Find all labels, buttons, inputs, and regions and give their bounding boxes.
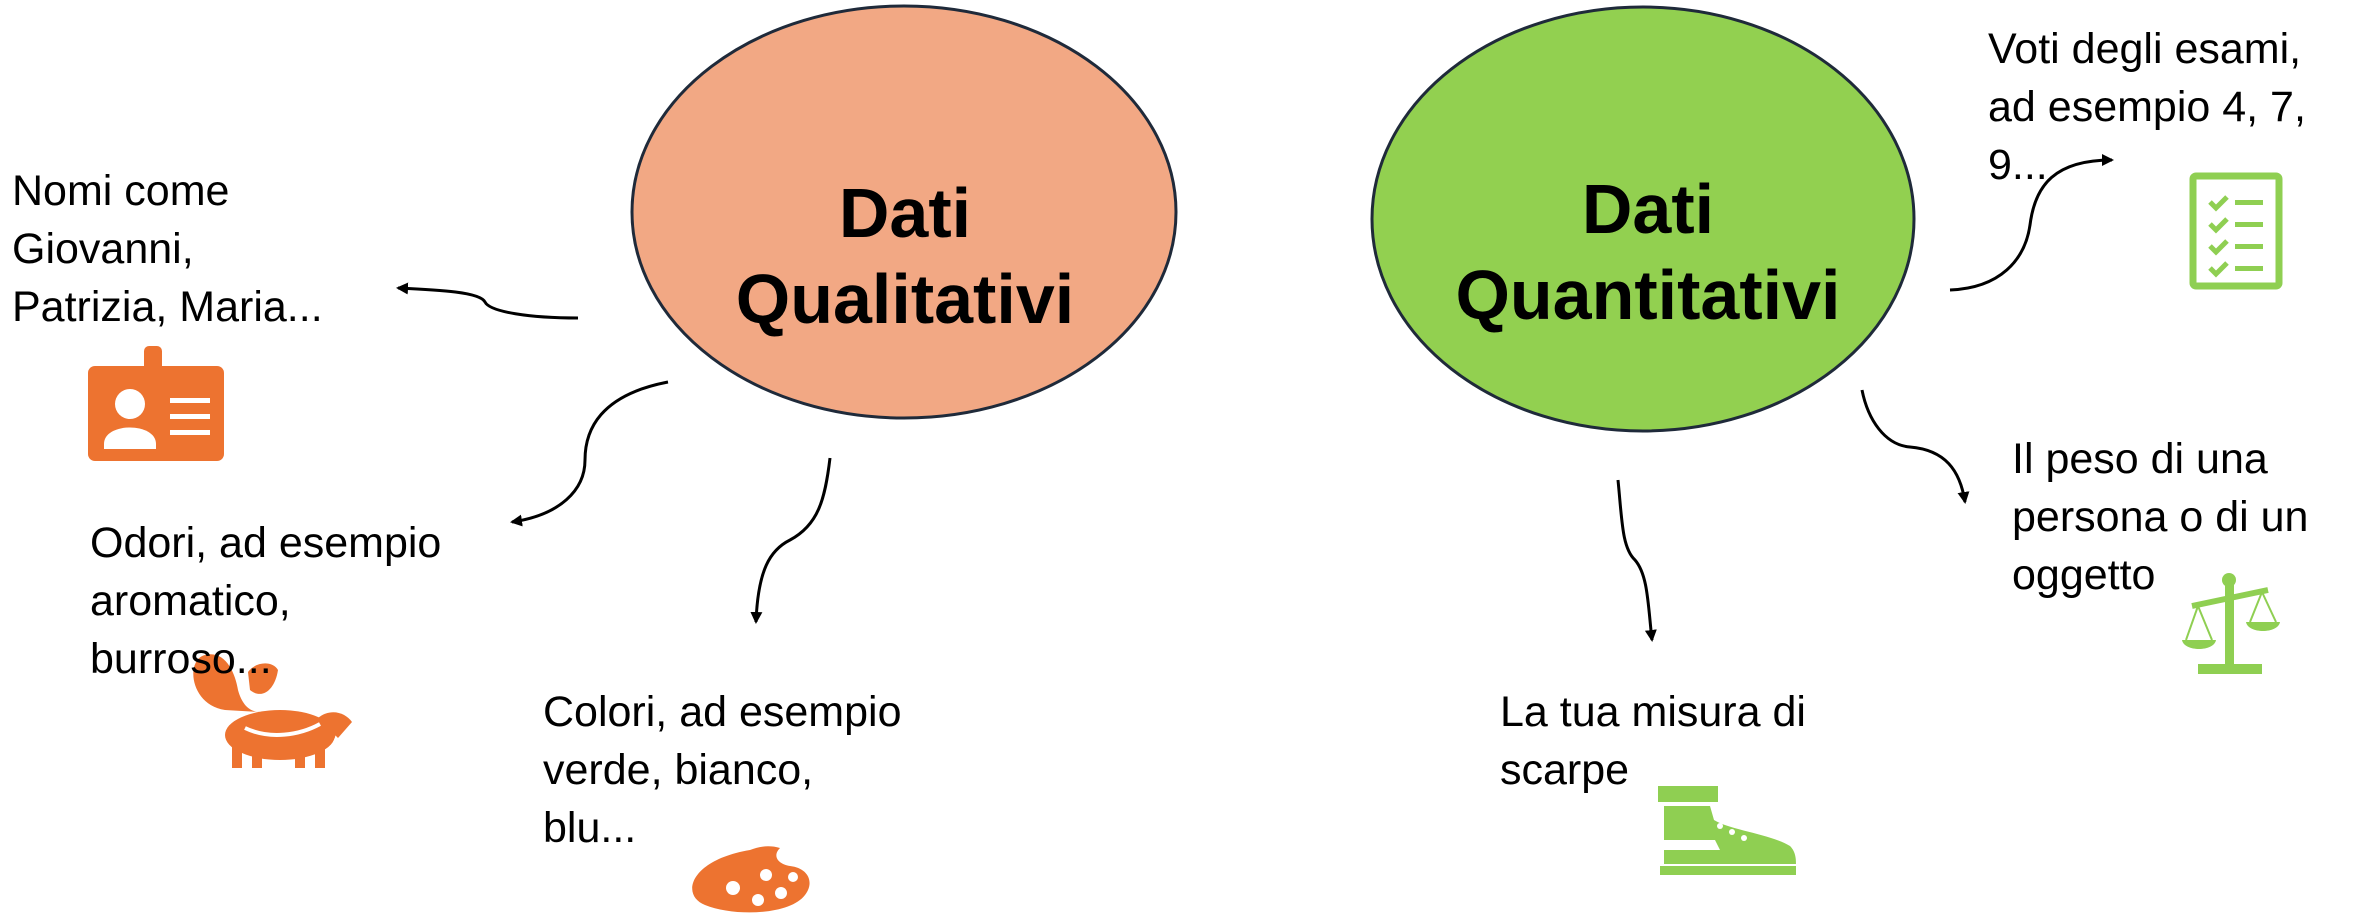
id-badge-icon [88, 346, 224, 461]
skunk-icon [193, 654, 352, 768]
qualitative-ellipse [630, 4, 1178, 420]
example-names: Nomi come Giovanni, Patrizia, Maria... [12, 167, 323, 331]
qualitative-title: Dati Qualitativi [650, 170, 1160, 342]
qualitative-title-line2: Qualitativi [735, 260, 1075, 338]
palette-icon [692, 846, 810, 913]
connector-arrow-names [396, 282, 579, 320]
connector-arrow-shoe [1616, 479, 1657, 642]
example-smells: Odori, ad esempio aromatico, burroso... [90, 519, 442, 683]
example-grades: Voti degli esami, ad esempio 4, 7, 9... [1988, 25, 2306, 189]
example-shoe: La tua misura di scarpe [1500, 688, 1806, 794]
quantitative-title-line1: Dati [1581, 170, 1715, 248]
connector-arrow-colors [750, 457, 832, 624]
quantitative-title: Dati Quantitativi [1393, 166, 1903, 338]
connector-arrow-grades [1949, 154, 2114, 292]
connector-arrow-weight [1860, 389, 1970, 504]
checklist-icon [2189, 172, 2283, 290]
example-weight: Il peso di una persona o di un oggetto [2012, 435, 2309, 599]
quantitative-title-line2: Quantitativi [1455, 256, 1841, 334]
quantitative-ellipse [1370, 5, 1916, 433]
boot-icon [1658, 786, 1796, 875]
connector-arrow-smells [510, 380, 669, 527]
qualitative-title-line1: Dati [838, 174, 972, 252]
example-colors: Colori, ad esempio verde, bianco, blu... [543, 688, 902, 852]
scale-icon [2182, 573, 2280, 674]
